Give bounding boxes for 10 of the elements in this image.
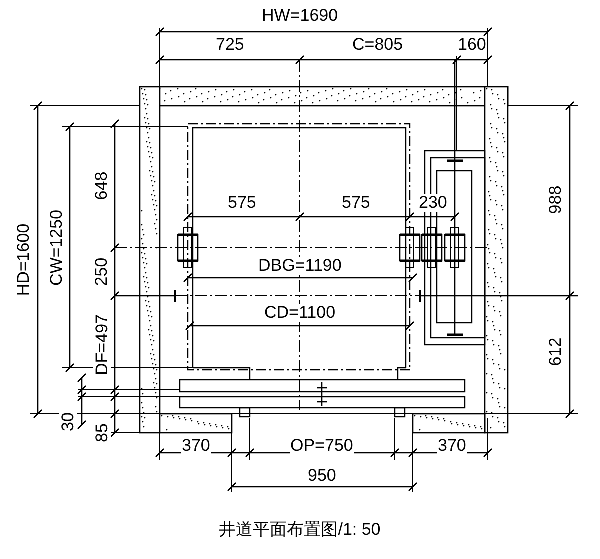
dimension-label: 230	[418, 194, 448, 212]
dimension-label: CD=1100	[264, 304, 337, 322]
dimension-label: 370	[181, 437, 212, 455]
dimension-label: DBG=1190	[258, 257, 343, 275]
drawing-caption: 井道平面布置图/1: 50	[219, 520, 381, 539]
dimension-label: DF=497	[92, 314, 111, 376]
dimension-label: OP=750	[290, 437, 354, 455]
dimension-label: 370	[437, 437, 468, 455]
dimension-label: 30	[58, 412, 77, 432]
dimension-label: 85	[92, 422, 111, 444]
